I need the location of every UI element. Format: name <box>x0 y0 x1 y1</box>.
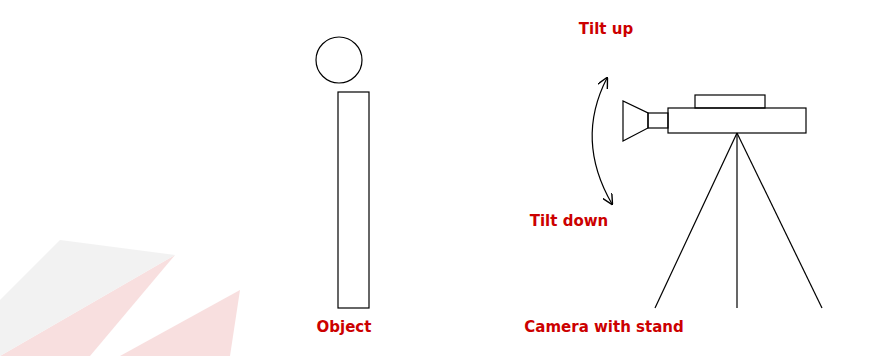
camera-label: Camera with stand <box>524 318 683 336</box>
object-figure <box>316 37 369 308</box>
tilt-arc <box>592 78 612 204</box>
object-label: Object <box>317 318 372 336</box>
camera-figure <box>623 95 822 308</box>
tilt-label: Tilt up <box>579 20 633 38</box>
watermark-logo <box>0 240 240 356</box>
tilt-label: Tilt down <box>530 212 609 230</box>
